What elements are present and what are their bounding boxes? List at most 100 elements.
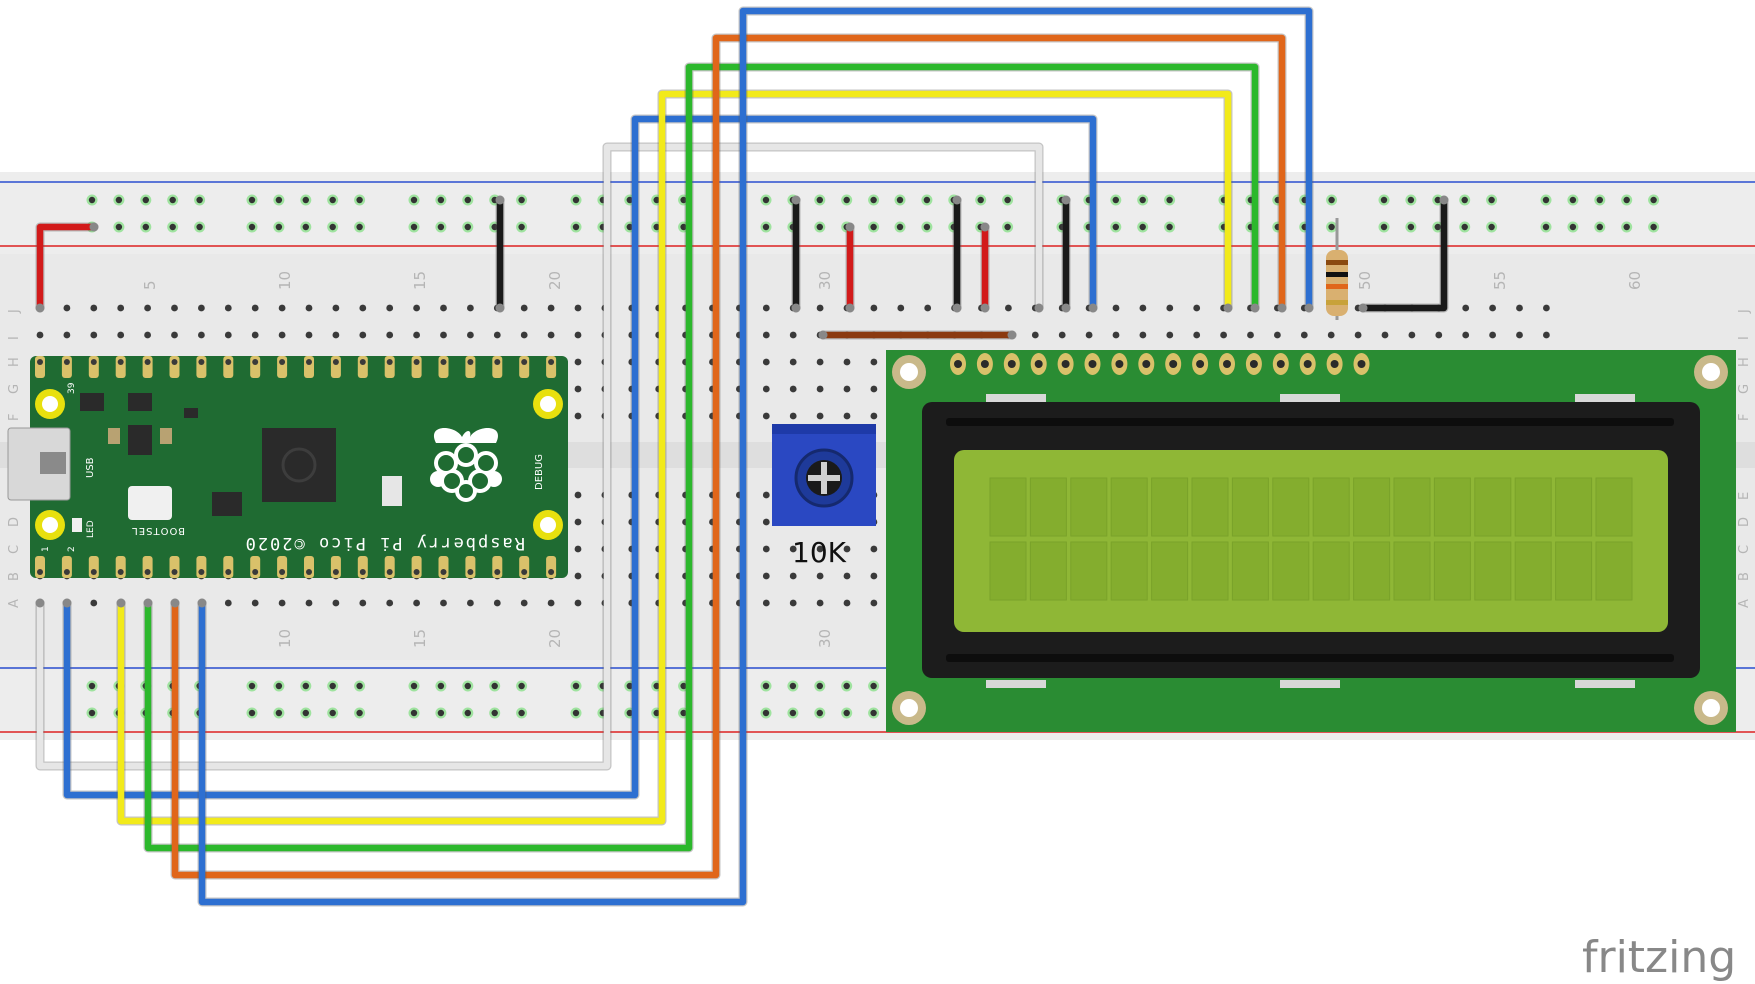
terminal-hole [1058, 331, 1066, 339]
terminal-hole [467, 304, 474, 312]
usb-label: USB [85, 457, 96, 478]
wire-end [818, 330, 828, 340]
lcd-char-cell [1151, 477, 1189, 537]
rail-hole [88, 196, 96, 204]
terminal-hole [224, 304, 232, 312]
lcd-char-cell [989, 541, 1027, 601]
row-letter: B [1737, 572, 1752, 581]
lcd-char-cell [1110, 541, 1148, 601]
row-letter: H [7, 357, 22, 367]
rail-hole [870, 682, 877, 690]
rail-hole [169, 223, 176, 231]
terminal-hole [1112, 331, 1120, 339]
rail-hole [275, 709, 283, 717]
rail-hole [1434, 223, 1442, 231]
terminal-hole [574, 599, 582, 607]
lcd-char-cell [1393, 477, 1431, 537]
terminal-hole [762, 599, 770, 607]
terminal-hole [467, 599, 474, 607]
rail-hole [518, 682, 525, 690]
terminal-hole [547, 331, 555, 339]
rail-hole [329, 223, 336, 231]
raspberry-pi-logo-icon [430, 427, 502, 502]
rail-hole [816, 682, 823, 690]
wire [36, 143, 1043, 770]
debug-label: DEBUG [534, 454, 545, 490]
terminal-hole [332, 331, 340, 339]
terminal-hole [278, 304, 286, 312]
row-letter: A [7, 599, 22, 608]
terminal-hole [1435, 331, 1443, 339]
terminal-hole [305, 599, 313, 607]
rail-hole [1407, 196, 1415, 204]
wire [1359, 196, 1448, 312]
terminal-hole [762, 304, 770, 312]
terminal-hole [332, 304, 340, 312]
wire [117, 90, 1232, 825]
wire-end [1358, 303, 1368, 313]
terminal-hole [843, 545, 851, 553]
lcd-char-cell [1433, 541, 1471, 601]
rail-hole [464, 196, 471, 204]
wire-end [845, 303, 855, 313]
terminal-hole [278, 331, 286, 339]
rail-hole [816, 709, 823, 717]
bootsel-label: BOOTSEL [131, 525, 185, 536]
bootsel-button[interactable] [128, 486, 172, 520]
lcd-char-cell [1474, 477, 1512, 537]
rail-hole [248, 682, 256, 690]
lcd-char-cell [1555, 477, 1593, 537]
terminal-hole [816, 599, 824, 607]
col-num-bottom: 20 [546, 629, 564, 648]
rail-hole [572, 223, 580, 231]
terminal-hole [1462, 331, 1470, 339]
terminal-hole [413, 599, 420, 607]
row-letter: C [7, 545, 22, 554]
terminal-hole [90, 599, 98, 607]
lcd-char-cell [1191, 477, 1229, 537]
terminal-hole [359, 331, 367, 339]
terminal-hole [493, 599, 501, 607]
terminal-hole [870, 545, 878, 553]
rail-hole [169, 196, 176, 204]
rail-hole [923, 223, 931, 231]
lcd-char-cell [1433, 477, 1471, 537]
rail-hole [1139, 223, 1146, 231]
terminal-hole [1139, 304, 1147, 312]
wire-end [845, 222, 855, 232]
row-letter: D [7, 517, 22, 527]
rail-hole [626, 682, 633, 690]
terminal-hole [762, 331, 770, 339]
rail-hole [518, 223, 525, 231]
rail-hole [1488, 223, 1495, 231]
rail-hole [1166, 223, 1173, 231]
terminal-hole [1543, 331, 1550, 339]
rail-hole [653, 196, 660, 204]
terminal-hole [224, 599, 232, 607]
rail-hole [789, 709, 797, 717]
rail-hole [356, 196, 363, 204]
terminal-hole [762, 572, 770, 580]
terminal-hole [789, 599, 797, 607]
rail-hole [275, 682, 283, 690]
terminal-hole [90, 331, 98, 339]
terminal-hole [1139, 331, 1147, 339]
rail-hole [437, 223, 445, 231]
lcd-char-cell [1353, 477, 1391, 537]
wire-end [35, 598, 45, 608]
terminal-hole [1462, 304, 1470, 312]
wire-end [952, 195, 962, 205]
lcd-char-cell [1595, 541, 1633, 601]
rail-hole [843, 709, 850, 717]
terminal-hole [843, 572, 851, 580]
rail-hole [1166, 196, 1173, 204]
rail-hole [1623, 223, 1630, 231]
resistor [1326, 218, 1348, 320]
terminal-hole [870, 304, 878, 312]
wire-end [1223, 303, 1233, 313]
lcd-char-cell [1272, 541, 1310, 601]
terminal-hole [198, 331, 205, 339]
pico-pins [35, 356, 557, 578]
